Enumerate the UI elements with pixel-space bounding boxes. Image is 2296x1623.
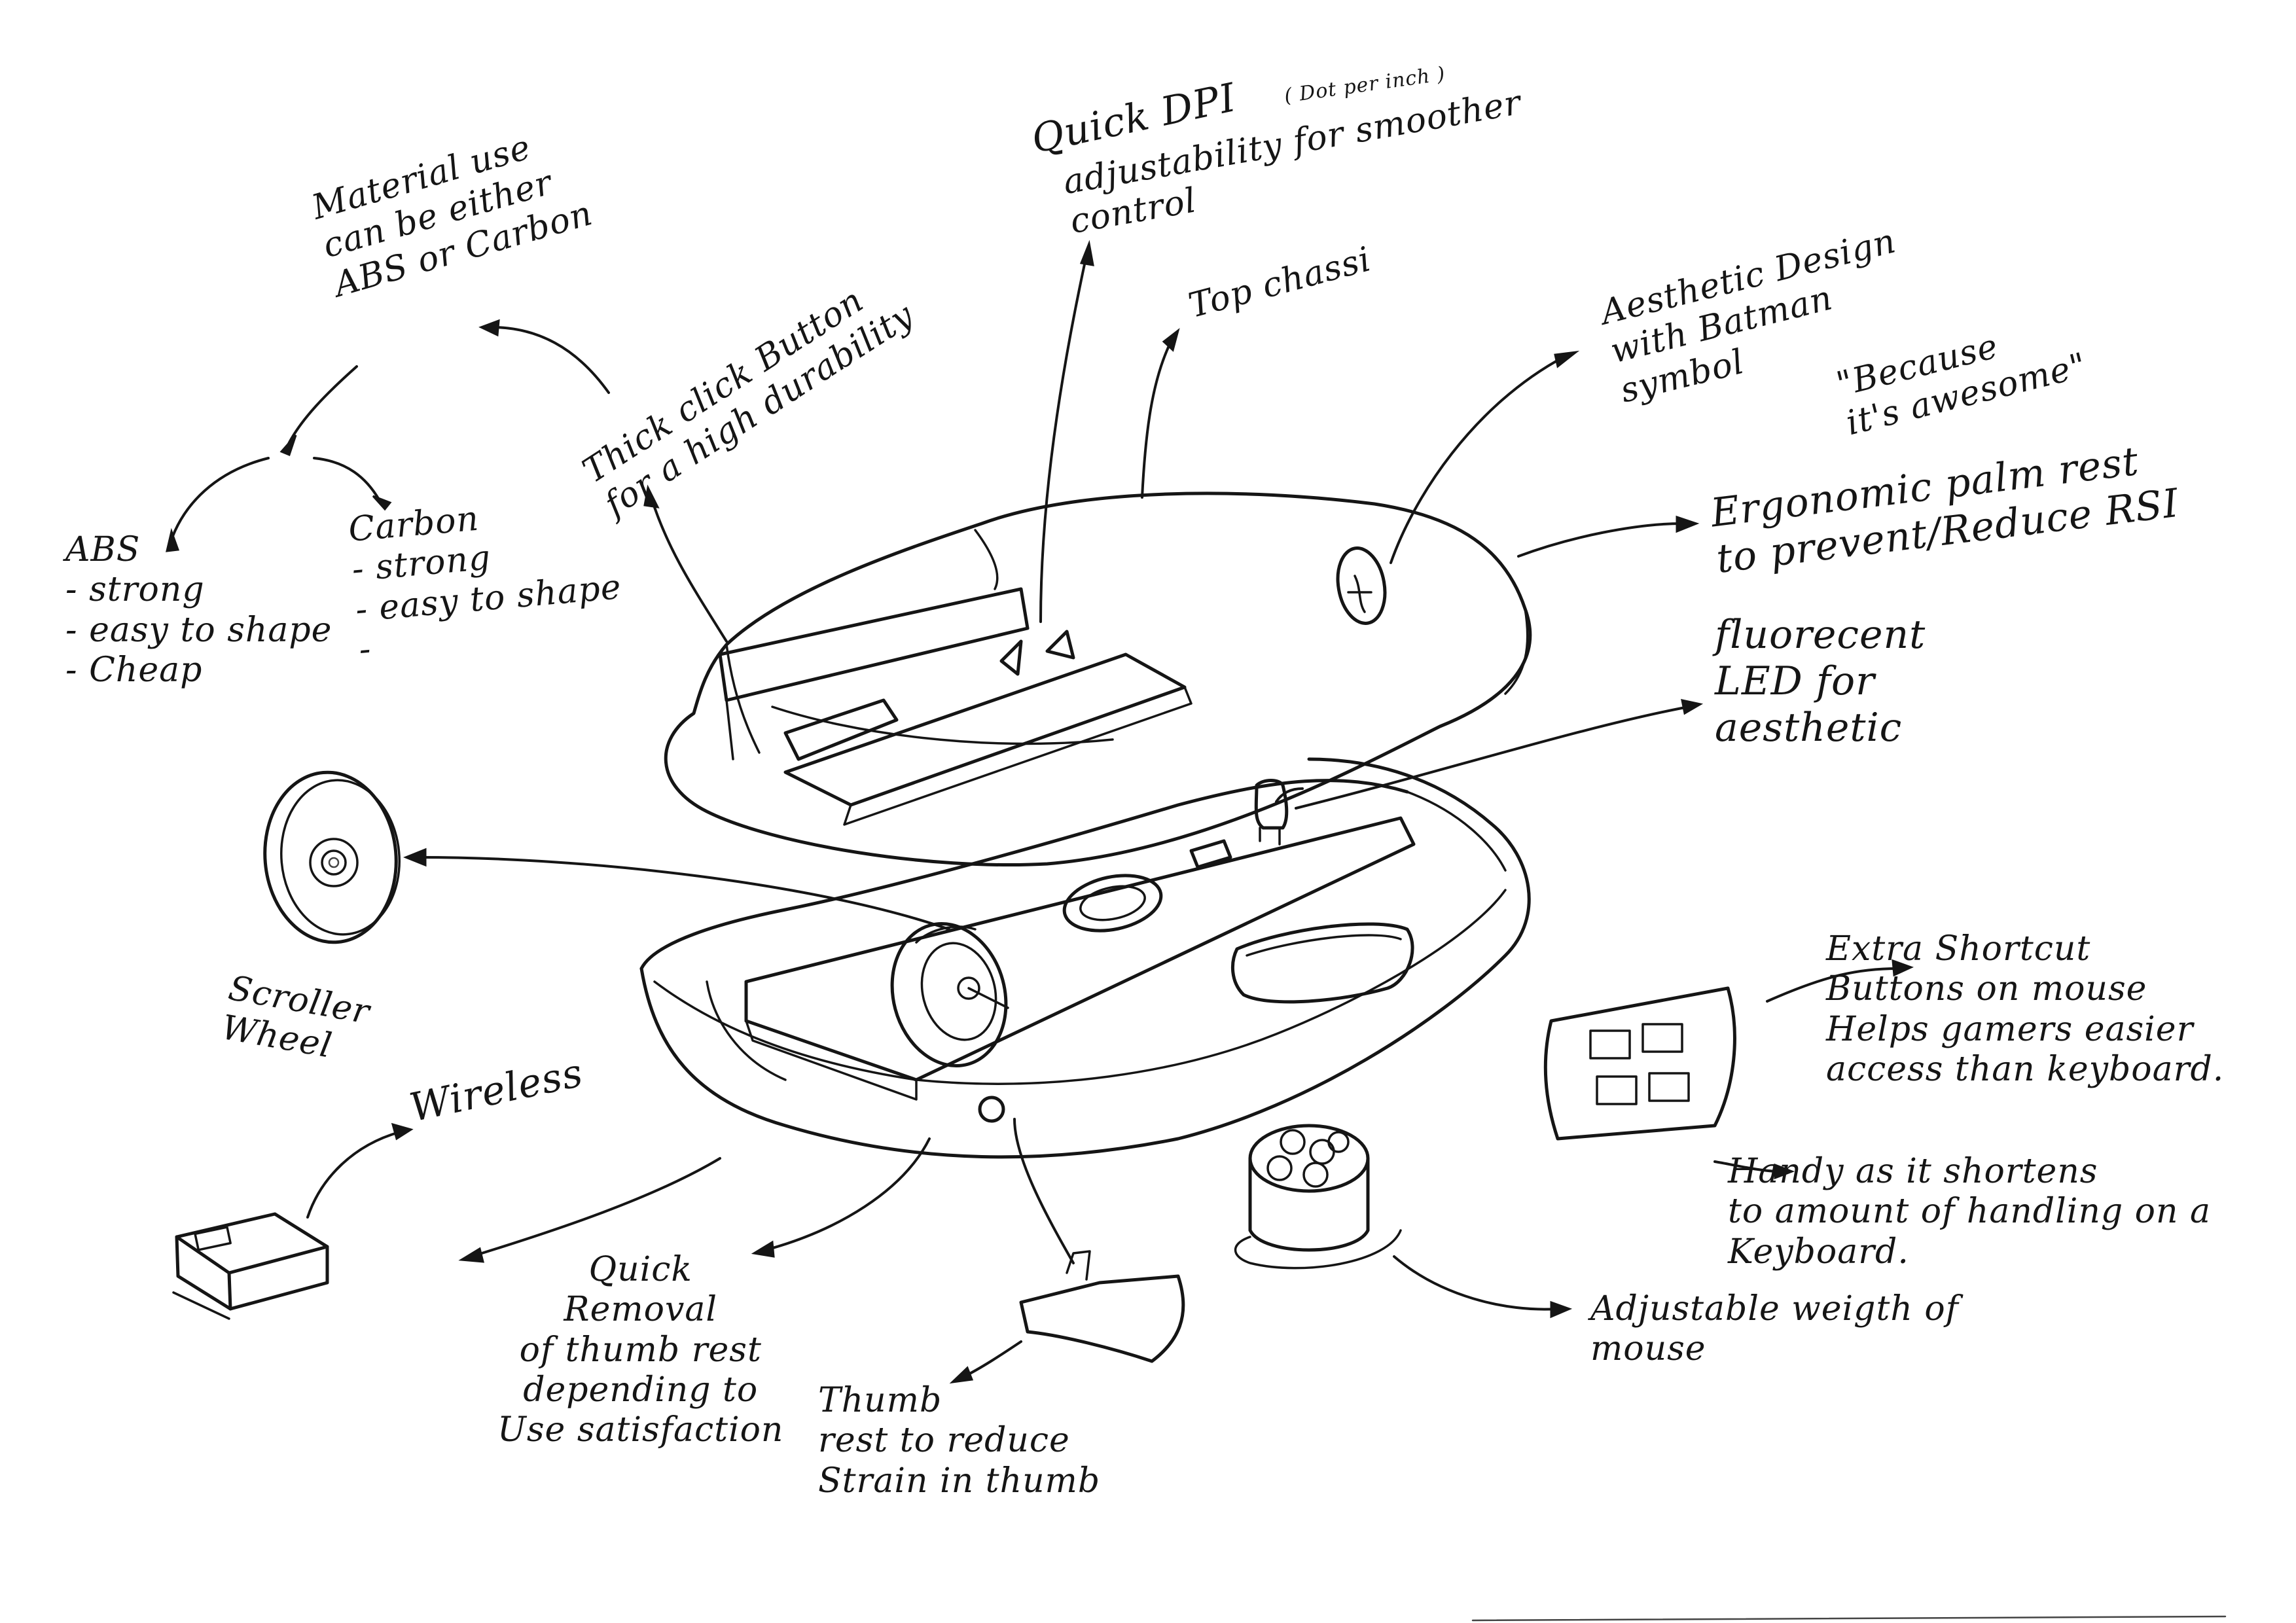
abs-properties: ABS - strong - easy to shape - Cheap bbox=[65, 530, 332, 690]
batman-symbol bbox=[1336, 546, 1387, 625]
wireless-dongle bbox=[172, 1212, 329, 1320]
quick-removal-note: Quick Removal of thumb rest depending to… bbox=[497, 1250, 784, 1450]
page-edge-line bbox=[1471, 1615, 2227, 1622]
scroller-wheel-detail bbox=[263, 770, 401, 944]
thick-click-button bbox=[718, 587, 1193, 826]
carbon-properties: Carbon - strong - easy to shape - bbox=[347, 499, 623, 670]
thumb-rest-part bbox=[1019, 1250, 1185, 1363]
top-chassis-shell bbox=[664, 491, 1532, 866]
dpi-buttons bbox=[999, 630, 1075, 676]
led-component bbox=[1254, 779, 1289, 846]
led-note: fluorecent LED for aesthetic bbox=[1715, 612, 1926, 751]
weight-note: Adjustable weigth of mouse bbox=[1590, 1289, 1959, 1369]
shortcut-buttons-panel bbox=[1543, 986, 1736, 1141]
weight-cylinder bbox=[1234, 1124, 1402, 1270]
base-shell bbox=[639, 757, 1531, 1159]
annotation-arrows bbox=[166, 240, 1914, 1384]
scroll-wheel-assembled bbox=[890, 921, 1009, 1068]
extra-buttons-note: Extra Shortcut Buttons on mouse Helps ga… bbox=[1826, 929, 2225, 1090]
thumb-rest-note: Thumb rest to reduce Strain in thumb bbox=[818, 1381, 1101, 1501]
handy-note: Handy as it shortens to amount of handli… bbox=[1728, 1152, 2212, 1272]
